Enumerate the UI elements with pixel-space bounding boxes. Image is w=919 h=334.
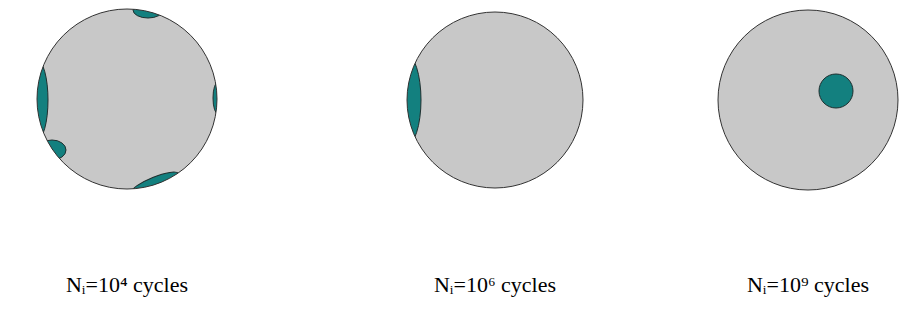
section-disc bbox=[37, 9, 217, 189]
cycle-count-label: Nᵢ=10⁶ cycles bbox=[434, 272, 556, 298]
cross-section-1 bbox=[26, 2, 223, 198]
cross-section-3 bbox=[718, 10, 898, 190]
cycle-count-label: Nᵢ=10⁴ cycles bbox=[66, 272, 188, 298]
crack-site bbox=[38, 140, 66, 160]
crack-site bbox=[130, 168, 181, 198]
cross-section-2 bbox=[391, 12, 583, 188]
crack-site bbox=[391, 54, 421, 146]
cycle-count-label: Nᵢ=10⁹ cycles bbox=[747, 272, 869, 298]
internal-crack-site bbox=[819, 74, 853, 108]
section-disc bbox=[718, 10, 898, 190]
section-outline bbox=[407, 12, 583, 188]
section-outline bbox=[37, 9, 217, 189]
crack-site bbox=[213, 82, 223, 114]
section-disc bbox=[407, 12, 583, 188]
